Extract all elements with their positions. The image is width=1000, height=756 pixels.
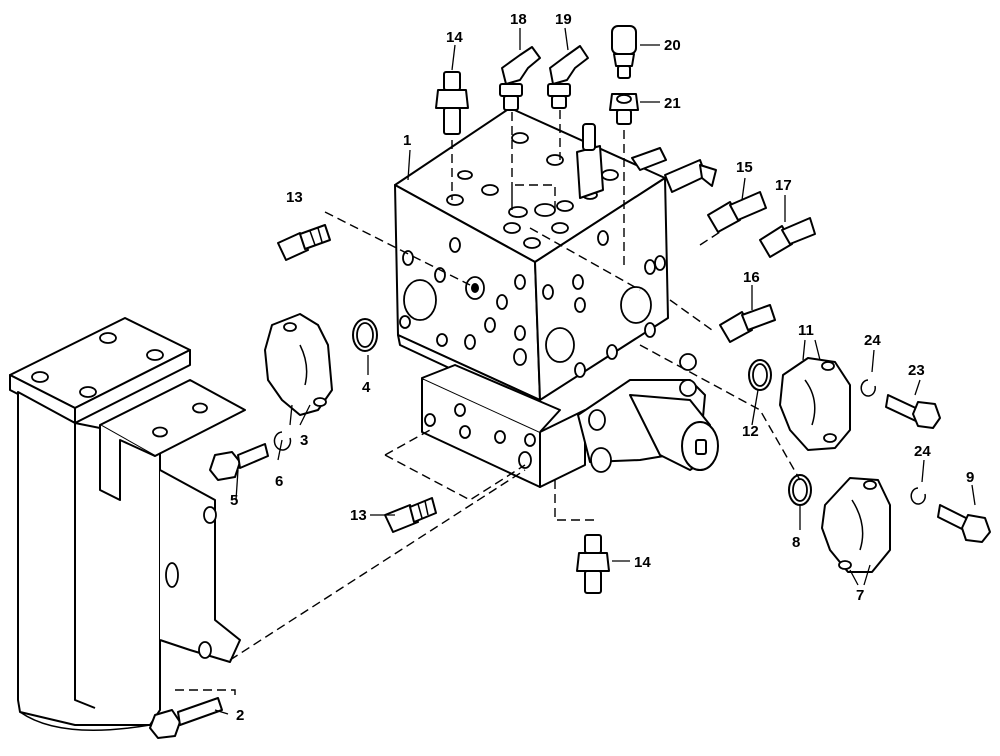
bolt-2	[149, 697, 223, 739]
callout-16: 16	[743, 269, 760, 286]
callout-7: 7	[856, 587, 864, 604]
leader-lines	[214, 27, 976, 715]
o-rings	[352, 318, 812, 506]
callout-19: 19	[555, 11, 572, 28]
flange-clamp-3	[264, 313, 333, 416]
callout-15: 15	[736, 159, 753, 176]
callouts: 1 2 3 4 5 6 7 8 9 11 12 13 13 14 14 15 1…	[230, 11, 974, 724]
bolt-5	[209, 443, 269, 481]
fitting-14-upper	[435, 71, 469, 135]
callout-23: 23	[908, 362, 925, 379]
elbow-19	[547, 45, 589, 109]
plug-20	[611, 25, 637, 79]
fitting-17	[759, 217, 816, 258]
callout-14-lower: 14	[634, 554, 651, 571]
assembly-lines	[175, 110, 801, 700]
callout-24-lower: 24	[914, 443, 931, 460]
callout-12: 12	[742, 423, 759, 440]
callout-21: 21	[664, 95, 681, 112]
callout-18: 18	[510, 11, 527, 28]
callout-2: 2	[236, 707, 244, 724]
nut-21	[609, 93, 639, 125]
fitting-15	[707, 191, 767, 233]
elbow-18	[499, 46, 541, 111]
callout-9: 9	[966, 469, 974, 486]
callout-13-lower: 13	[350, 507, 367, 524]
fitting-13-upper	[277, 224, 331, 261]
callout-14-upper: 14	[446, 29, 463, 46]
fitting-14-lower	[576, 534, 610, 594]
fitting-13-lower	[384, 497, 437, 533]
flange-clamp-11	[779, 357, 851, 451]
callout-1: 1	[403, 132, 411, 149]
callout-11: 11	[798, 322, 814, 339]
callout-13-upper: 13	[286, 189, 303, 206]
callout-5: 5	[230, 492, 238, 509]
solenoid-valve	[577, 353, 719, 473]
flange-clamp-7	[821, 477, 891, 573]
mounting-bracket	[9, 317, 246, 731]
bolt-9	[937, 504, 991, 543]
callout-17: 17	[775, 177, 792, 194]
lock-washers	[273, 379, 926, 505]
callout-3: 3	[300, 432, 308, 449]
callout-20: 20	[664, 37, 681, 54]
callout-8: 8	[792, 534, 800, 551]
valve-block	[394, 107, 717, 488]
callout-4: 4	[362, 379, 371, 396]
fitting-16	[719, 304, 776, 343]
bolt-23	[885, 394, 941, 429]
callout-24-upper: 24	[864, 332, 881, 349]
callout-6: 6	[275, 473, 283, 490]
